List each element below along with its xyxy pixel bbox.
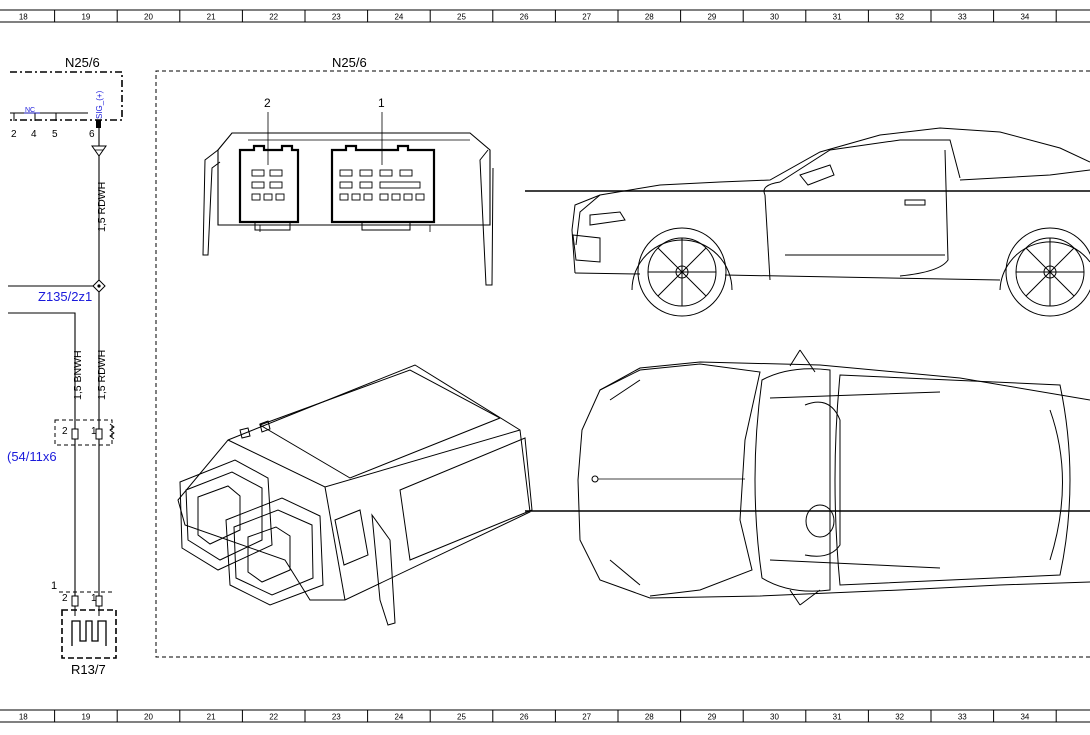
grid-column-label: 28 [645, 13, 654, 22]
connector-box [54, 419, 113, 446]
grid-column-label: 29 [707, 713, 716, 722]
grid-column-label: 27 [582, 13, 591, 22]
detail-panel: N25/6 2 1 [155, 55, 1090, 658]
grid-column-label: 32 [895, 713, 904, 722]
heater-pin-2: 2 [62, 593, 68, 604]
grid-column-label: 32 [895, 13, 904, 22]
grid-column-label: 31 [833, 13, 842, 22]
heater-element-symbol [71, 620, 107, 646]
grid-column-label: 24 [394, 13, 403, 22]
grid-column-label: 26 [520, 13, 529, 22]
connector-face-view: 2 1 [202, 96, 494, 286]
grid-column-label: 20 [144, 13, 153, 22]
heater-label: R13/7 [71, 662, 106, 677]
wire-label-top: 1,5 RDWH [96, 182, 108, 232]
module-label: N25/6 [65, 55, 100, 70]
grid-column-label: 34 [1020, 713, 1029, 722]
grid-column-label: 25 [457, 713, 466, 722]
heater-box [61, 609, 117, 659]
grid-column-label: 29 [707, 13, 716, 22]
grid-column-label: 33 [958, 713, 967, 722]
heater-index: 1 [51, 580, 57, 592]
grid-column-label: 28 [645, 713, 654, 722]
module-pin-6: 6 [89, 129, 95, 140]
module-pin-5: 5 [52, 129, 58, 140]
schematic-panel: N25/6 2 4 5 6 NC SIG_(+) 1,5 RDWH Z135/2… [7, 55, 123, 677]
ground-symbol [91, 145, 107, 157]
pin-signal-nc: NC [25, 107, 35, 114]
grid-column-label: 19 [81, 713, 90, 722]
grid-column-label: 18 [19, 13, 28, 22]
detail-module-label: N25/6 [332, 55, 367, 70]
splice-label: Z135/2z1 [38, 289, 92, 304]
connector-pin-1: 1 [91, 426, 97, 437]
grid-column-label: 25 [457, 13, 466, 22]
grid-column-label: 26 [520, 713, 529, 722]
grid-column-label: 30 [770, 713, 779, 722]
grid-column-label: 23 [332, 13, 341, 22]
grid-column-label: 27 [582, 713, 591, 722]
module-box [10, 71, 123, 121]
car-top-view [577, 349, 1090, 606]
grid-ruler-bottom: 18 19 20 21 22 23 24 25 26 27 28 29 30 31 32 33 34 [0, 709, 1090, 723]
grid-column-label: 23 [332, 713, 341, 722]
heater-pin-1: 1 [91, 593, 97, 604]
grid-ruler-top: 18 19 20 21 22 23 24 25 26 27 28 29 30 31 32 33 34 [0, 9, 1090, 23]
car-side-view [571, 127, 1090, 317]
callout-2: 2 [264, 96, 271, 110]
control-unit-3d-view [177, 364, 533, 626]
wire-label-left: 1,5 BNWH [72, 350, 84, 400]
grid-column-label: 30 [770, 13, 779, 22]
connector-label: (54/11x6 [7, 449, 57, 464]
grid-column-label: 18 [19, 713, 28, 722]
module-pin-2: 2 [11, 129, 17, 140]
grid-column-label: 34 [1020, 13, 1029, 22]
grid-column-label: 21 [207, 713, 216, 722]
grid-column-label: 20 [144, 713, 153, 722]
grid-column-label: 31 [833, 713, 842, 722]
detail-box [155, 70, 1090, 658]
wire-label-right: 1,5 RDWH [96, 350, 108, 400]
module-pin-4: 4 [31, 129, 37, 140]
pin-signal-sig: SIG_(+) [95, 90, 104, 119]
callout-1: 1 [378, 96, 385, 110]
grid-column-label: 22 [269, 713, 278, 722]
connector-pin-2: 2 [62, 426, 68, 437]
grid-column-label: 19 [81, 13, 90, 22]
grid-column-label: 21 [207, 13, 216, 22]
grid-column-label: 33 [958, 13, 967, 22]
grid-column-label: 22 [269, 13, 278, 22]
grid-column-label: 24 [394, 713, 403, 722]
